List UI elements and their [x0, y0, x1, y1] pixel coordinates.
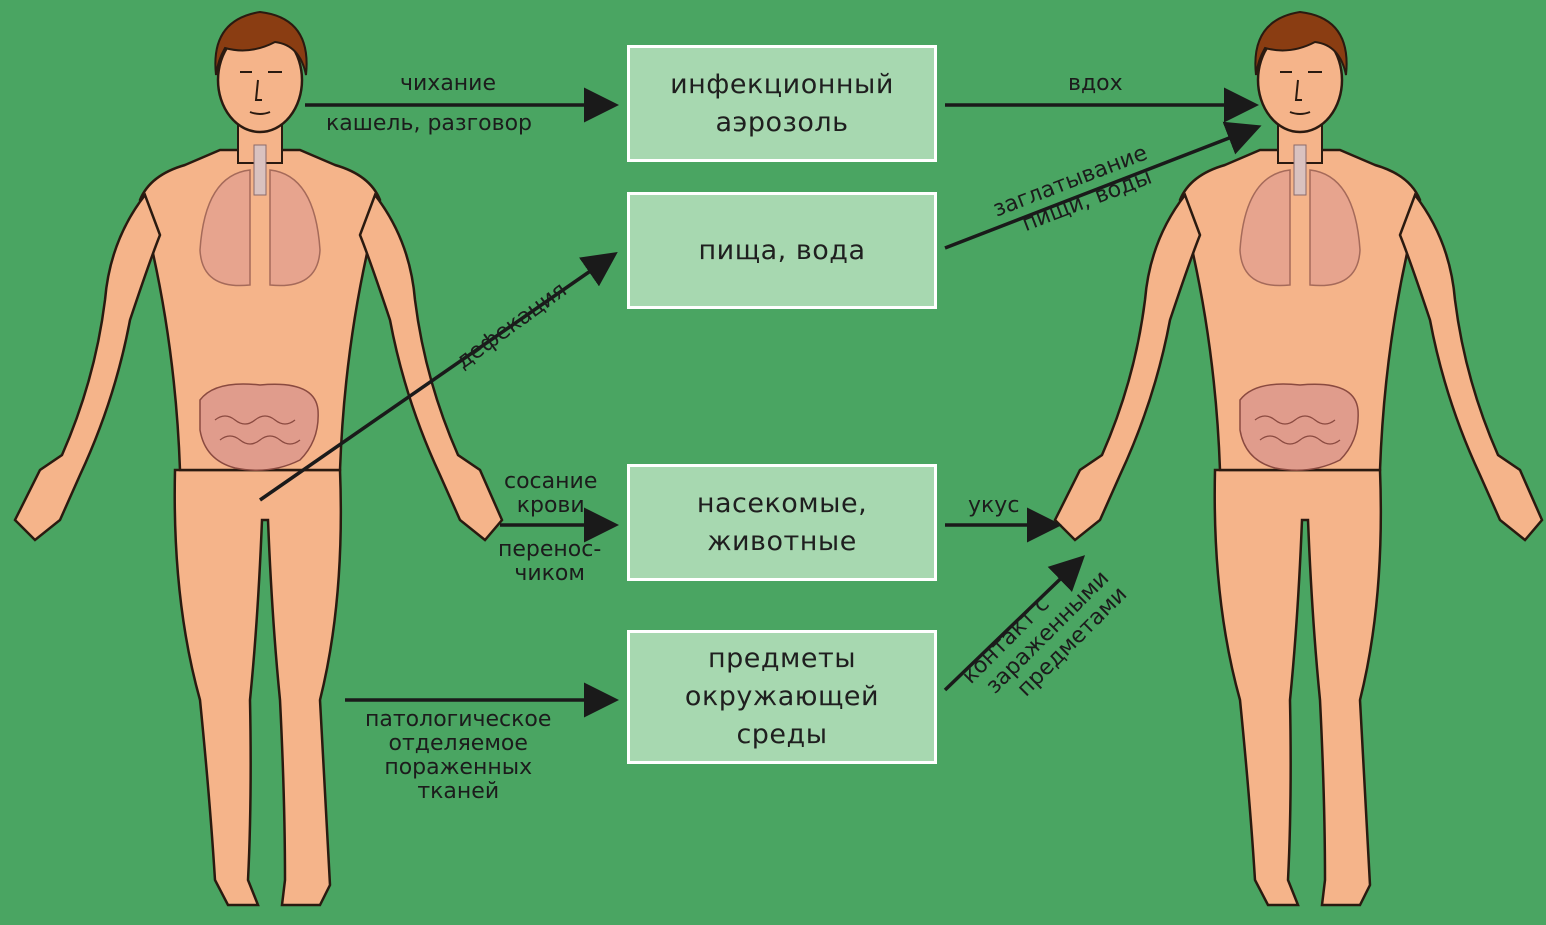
label-carrier: перенос- чиком: [498, 538, 601, 586]
box-food-line-1: пища, вода: [699, 232, 866, 270]
label-discharge-line-1: патологическое: [365, 708, 551, 732]
label-bite: укус: [968, 494, 1019, 518]
box-infectious-aerosol: инфекционный аэрозоль: [627, 45, 937, 162]
box-insects-line-1: насекомые,: [697, 485, 867, 523]
box-aerosol-line-1: инфекционный: [670, 66, 894, 104]
label-sneeze-text: чихание: [400, 72, 496, 96]
label-discharge-line-4: тканей: [365, 780, 551, 804]
label-discharge: патологическое отделяемое пораженных тка…: [365, 708, 551, 804]
box-insects-line-2: животные: [707, 523, 857, 561]
label-blood: сосание крови: [504, 470, 597, 518]
box-environment-objects: предметы окружающей среды: [627, 630, 937, 764]
box-aerosol-line-2: аэрозоль: [715, 104, 848, 142]
label-inhale-text: вдох: [1068, 72, 1123, 96]
label-carrier-line-2: чиком: [498, 562, 601, 586]
box-insects-animals: насекомые, животные: [627, 464, 937, 581]
box-objects-line-1: предметы: [708, 640, 856, 678]
box-objects-line-2: окружающей: [685, 678, 879, 716]
label-carrier-line-1: перенос-: [498, 538, 601, 562]
box-objects-line-3: среды: [736, 716, 827, 754]
label-discharge-line-2: отделяемое: [365, 732, 551, 756]
label-sneeze: чихание: [400, 72, 496, 96]
label-inhale: вдох: [1068, 72, 1123, 96]
label-discharge-line-3: пораженных: [365, 756, 551, 780]
box-food-water: пища, вода: [627, 192, 937, 309]
label-blood-line-2: крови: [504, 494, 597, 518]
label-blood-line-1: сосание: [504, 470, 597, 494]
label-cough-text: кашель, разговор: [326, 112, 532, 136]
label-cough: кашель, разговор: [326, 112, 532, 136]
label-bite-text: укус: [968, 494, 1019, 518]
